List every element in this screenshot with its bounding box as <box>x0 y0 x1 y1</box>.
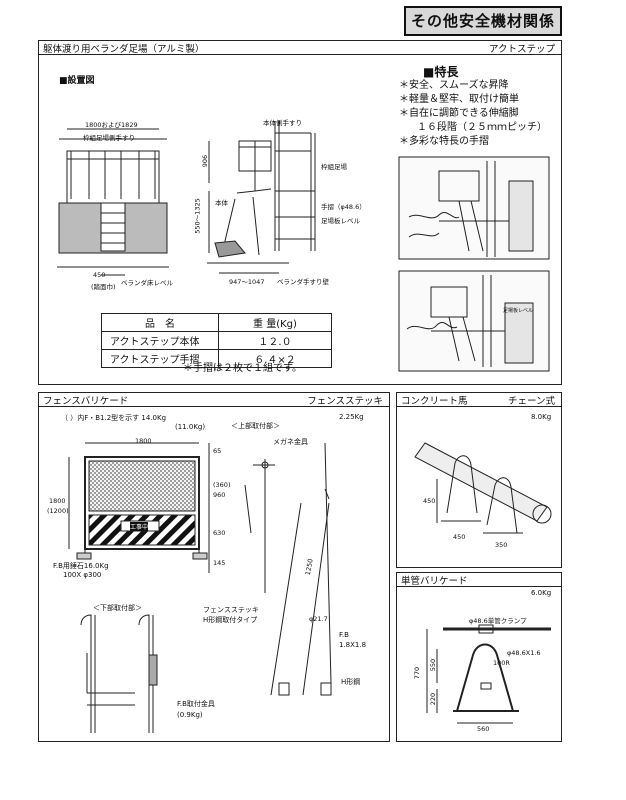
dim-d145: 145 <box>213 559 226 567</box>
sign-text: 工事中 <box>130 522 149 531</box>
dim-d960: 960 <box>213 491 226 499</box>
weight-table-note: ＊手摺は２枚で１組です。 <box>183 363 302 374</box>
fb-dims: 1.8X1.8 <box>339 641 367 649</box>
clamp-label: メガネ金具 <box>273 438 308 446</box>
concrete-weight: 8.0Kg <box>531 413 552 421</box>
pipe-panel-title: 単管バリケード <box>401 576 468 587</box>
concrete-dim-w450: 450 <box>453 533 466 541</box>
concrete-panel-product: チェーン式 <box>507 396 555 407</box>
dim-w450: 450 <box>93 271 106 279</box>
table-row: 品 名 重 量(Kg) <box>101 313 332 332</box>
fence-drawing <box>68 442 332 733</box>
dim-h1800-sub: (1200) <box>47 507 69 515</box>
install-heading: ■設置図 <box>59 76 95 86</box>
h-type-label: H形鋼取付タイプ <box>203 616 258 624</box>
label-body: 本体 <box>215 199 228 207</box>
fb-fitting-weight: (0.9Kg) <box>177 711 203 719</box>
label-veranda-rail: ベランダ手すり壁 <box>277 278 329 286</box>
fence-panel-divider <box>39 406 389 407</box>
dim-h906: 906 <box>201 154 210 168</box>
fb-size: 100X φ300 <box>63 571 102 579</box>
label-frame-rail: 枠組足場側手すり <box>83 134 135 142</box>
dim-w1800: 1800 <box>135 437 152 445</box>
dim-d360: (360) <box>213 481 231 489</box>
dim-w450-sub: (踏面巾) <box>91 283 116 291</box>
concrete-panel: コンクリート馬 チェーン式 8.0Kg 450 450 350 <box>396 392 562 568</box>
stick-weight: 2.25Kg <box>339 413 364 421</box>
pipe-dim-w560: 560 <box>477 725 490 733</box>
dim-d217: φ21.7 <box>309 615 328 623</box>
dim-h550: 550〜1325 <box>193 198 202 234</box>
fence-panel-product: フェンスステッキ <box>307 396 383 407</box>
pipe-radius-label: 100R <box>493 659 510 667</box>
table-row: アクトステップ手摺 ６.４×２ <box>101 349 332 368</box>
photo2-label: 足場板レベル <box>503 308 534 314</box>
label-base-level: 足場板レベル <box>321 217 360 225</box>
fence-weight-note: （ ）内F・B1.2型を示す 14.0Kg <box>61 414 167 422</box>
stick-label: フェンスステッキ <box>203 606 259 614</box>
fence-weight-sub: (11.0Kg) <box>175 423 206 431</box>
feature-4: １６段階（２５ｍｍピッチ） <box>417 122 547 133</box>
page-header-title: その他安全機材関係 <box>404 6 562 36</box>
table-cell: ６.４×２ <box>218 349 332 368</box>
top-panel-divider <box>39 54 561 55</box>
install-front-drawing <box>57 121 550 372</box>
pipe-panel-divider <box>397 586 561 587</box>
table-row: アクトステップ本体 １２.０ <box>101 331 332 350</box>
pipe-barricade-drawing <box>426 624 551 724</box>
dim-d630: 630 <box>213 529 226 537</box>
concrete-panel-divider <box>397 406 561 407</box>
feature-5: ＊多彩な特長の手摺 <box>399 136 489 147</box>
fence-panel: フェンスバリケード フェンスステッキ （ ）内F・B1.2型を示す 14.0Kg… <box>38 392 390 742</box>
feature-1: ＊安全、スムーズな昇降 <box>399 80 509 91</box>
concrete-drawing <box>414 442 552 534</box>
feature-2: ＊軽量＆堅牢、取付け簡単 <box>399 94 519 105</box>
table-cell: アクトステップ手摺 <box>101 349 219 368</box>
pipe-clamp-label: φ48.6単管クランプ <box>469 617 527 625</box>
fb-weight: F.B用錘石16.0Kg <box>53 562 109 570</box>
fb-label: F.B <box>339 631 349 639</box>
table-header: 品 名 <box>101 313 219 332</box>
upper-part-label: ＜上部取付部＞ <box>231 422 280 430</box>
top-panel: 躯体渡り用ベランダ足場（アルミ製） アクトステップ ■設置図 ■特長 ＊安全、ス… <box>38 40 562 385</box>
features-heading: ■特長 <box>423 65 459 79</box>
label-body-rail: 本体側手すり <box>263 119 302 127</box>
dim-w947: 947〜1047 <box>229 278 265 286</box>
pipe-dim-h220: 220 <box>429 692 438 706</box>
pipe-dim-h770: 770 <box>413 666 422 680</box>
dim-h1800: 1800 <box>49 497 66 505</box>
pipe-dim-h550: 550 <box>429 658 438 672</box>
top-panel-title: 躯体渡り用ベランダ足場（アルミ製） <box>43 44 205 55</box>
feature-3: ＊自在に調節できる伸縮脚 <box>399 108 519 119</box>
pipe-barricade-panel: 単管バリケード 6.0Kg φ48.6単管クランプ φ48.6X1.6 100R… <box>396 572 562 742</box>
table-header: 重 量(Kg) <box>218 313 332 332</box>
h-steel-label: H形鋼 <box>341 678 361 686</box>
fence-panel-title: フェンスバリケード <box>43 396 129 407</box>
label-veranda-level: ベランダ床レベル <box>121 279 173 287</box>
dim-width-top: 1800および1829 <box>85 121 138 129</box>
lower-part-label: ＜下部取付部＞ <box>93 604 142 612</box>
concrete-dim-h450: 450 <box>423 497 436 505</box>
table-cell: アクトステップ本体 <box>101 331 219 350</box>
top-panel-product: アクトステップ <box>488 44 555 55</box>
pipe-spec-label: φ48.6X1.6 <box>507 649 541 657</box>
concrete-panel-title: コンクリート馬 <box>401 396 468 407</box>
pipe-weight: 6.0Kg <box>531 589 552 597</box>
fb-fitting-label: F.B取付金具 <box>177 700 215 708</box>
dim-d65: 65 <box>213 447 222 455</box>
weight-table: 品 名 重 量(Kg) アクトステップ本体 １２.０ アクトステップ手摺 ６.４… <box>101 313 332 368</box>
label-pipe: 手摺（φ48.6） <box>321 203 366 211</box>
label-frame-scaffold: 枠組足場 <box>321 163 347 171</box>
concrete-dim-w350: 350 <box>495 541 508 549</box>
table-cell: １２.０ <box>218 331 332 350</box>
